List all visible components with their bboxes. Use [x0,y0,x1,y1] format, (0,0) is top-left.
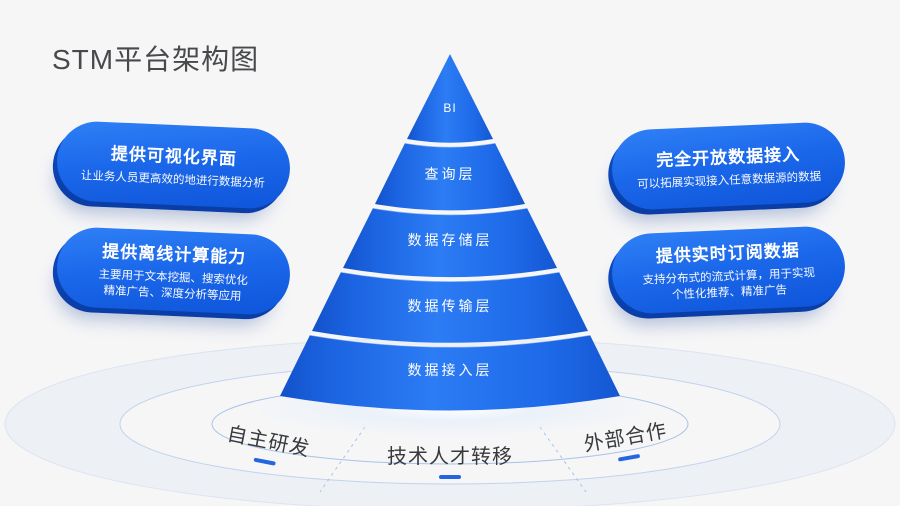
callout-visualization: 提供可视化界面 让业务人员更高效的地进行数据分析 [51,119,292,215]
pyramid-layer-access [280,335,620,411]
pyramid-label-access: 数据接入层 [407,362,493,378]
callout-desc: 主要用于文本挖掘、搜索优化 精准广告、深度分析等应用 [98,268,249,303]
pyramid-layer-query [375,143,525,211]
callout-title: 完全开放数据接入 [655,144,801,171]
segment-talent-transfer: 技术人才转移 [387,440,513,479]
segment-divider-left [319,426,366,493]
callout-title: 提供离线计算能力 [101,241,247,268]
callout-offline-computing: 提供离线计算能力 主要用于文本挖掘、搜索优化 精准广告、深度分析等应用 [51,225,292,321]
callout-desc: 让业务人员更高效的地进行数据分析 [80,169,266,190]
pyramid-label-query: 查询层 [424,166,476,182]
pyramid-layer-bi [407,54,493,143]
pyramid-label-transfer: 数据传输层 [407,298,493,314]
callout-desc: 可以拓展实现接入任意数据源的数据 [636,170,822,191]
layer-rim-highlights [309,142,591,348]
pyramid-layer-storage [343,208,557,278]
callout-open-data-access: 完全开放数据接入 可以拓展实现接入任意数据源的数据 [606,120,847,217]
pyramid-label-bi: BI [443,101,457,115]
segment-label: 技术人才转移 [387,446,513,468]
segment-underline [439,475,461,479]
callout-realtime-subscription: 提供实时订阅数据 支持分布式的流式计算，用于实现 个性化推荐、精准广告 [606,224,847,321]
callout-title: 提供可视化界面 [110,144,238,169]
page-title: STM平台架构图 [52,44,260,75]
callout-title: 提供实时订阅数据 [655,240,801,267]
callout-desc: 支持分布式的流式计算，用于实现 个性化推荐、精准广告 [642,267,816,302]
pyramid-label-storage: 数据存储层 [407,232,493,248]
pyramid-layer-transfer [312,272,588,343]
pyramid [280,54,620,411]
